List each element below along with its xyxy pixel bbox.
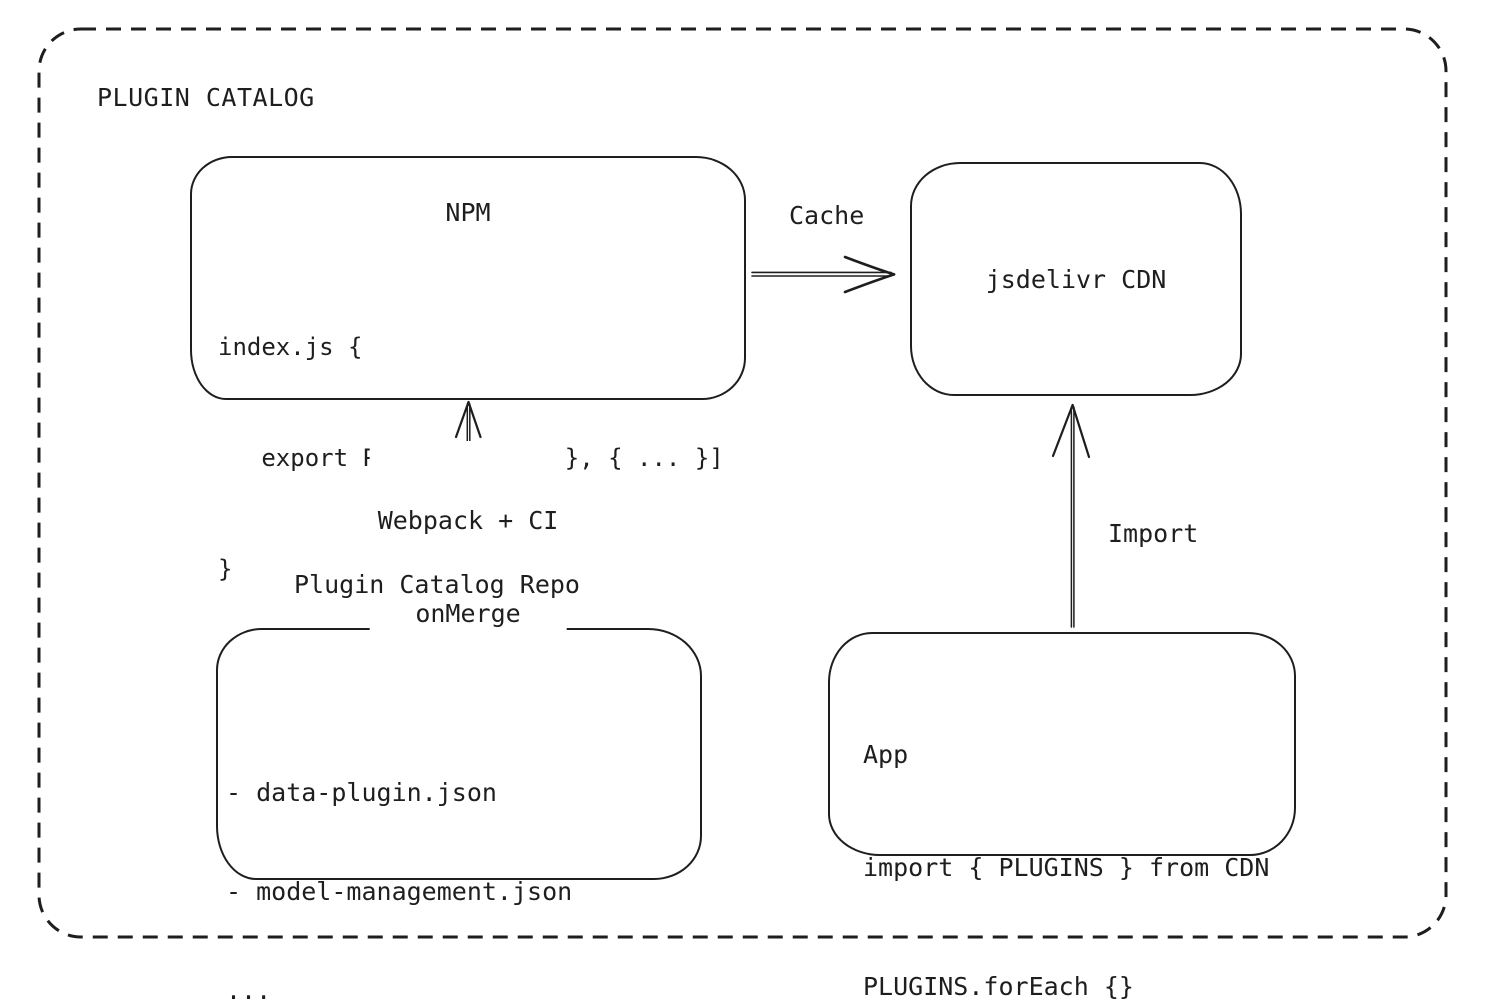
app-node-body: App import { PLUGINS } from CDN PLUGINS.… xyxy=(863,682,1294,1002)
diagram-title: PLUGIN CATALOG xyxy=(97,83,315,112)
cdn-node: jsdelivr CDN xyxy=(910,162,1242,396)
repo-item: - data-plugin.json xyxy=(226,778,497,807)
cache-arrow xyxy=(751,255,896,294)
app-node: App import { PLUGINS } from CDN PLUGINS.… xyxy=(828,632,1296,1001)
npm-code-line: index.js { xyxy=(218,333,363,361)
npm-node-title: NPM xyxy=(445,198,491,227)
cdn-node-title: jsdelivr CDN xyxy=(985,264,1167,294)
import-arrow-label: Import xyxy=(1108,519,1199,548)
app-node-title: App xyxy=(863,740,909,769)
npm-node: NPM index.js { export PLUGINS = [{..}, {… xyxy=(190,156,746,583)
repo-item: ... xyxy=(226,976,272,1002)
repo-file-list: - data-plugin.json - model-management.js… xyxy=(226,710,700,1002)
webpack-arrow-label: Webpack + CI onMerge xyxy=(369,441,567,693)
npm-code-line: } xyxy=(218,555,233,583)
outer-dashed-border xyxy=(37,27,1448,939)
import-arrow xyxy=(1051,403,1091,628)
repo-node-label: Plugin Catalog Repo xyxy=(294,570,580,599)
webpack-arrow-label-line2: onMerge xyxy=(415,599,521,628)
repo-item: - model-management.json xyxy=(226,877,573,906)
app-code-line: import { PLUGINS } from CDN xyxy=(863,853,1270,882)
app-code-line: PLUGINS.forEach {} xyxy=(863,972,1134,1001)
cache-arrow-label: Cache xyxy=(789,201,865,230)
webpack-arrow-label-line1: Webpack + CI xyxy=(377,506,559,535)
